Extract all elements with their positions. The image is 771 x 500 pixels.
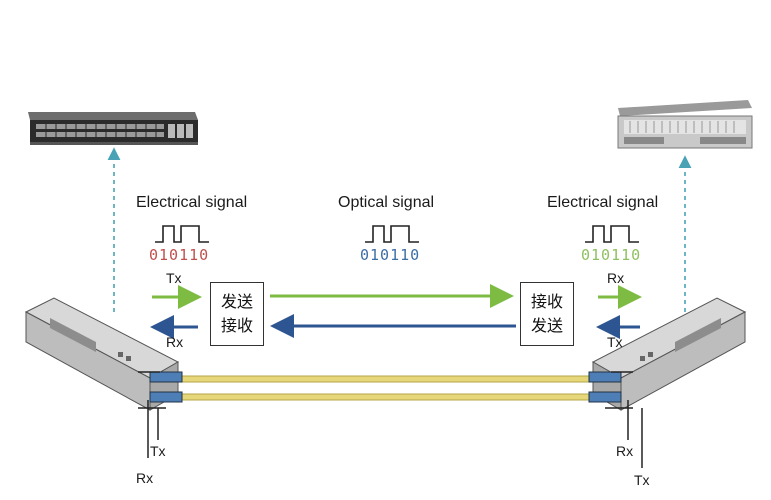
right-port-rx-label: Rx [616, 443, 634, 459]
fiber-patch-cables [175, 375, 597, 401]
left-tx-label: Tx [166, 270, 182, 286]
middle-square-wave-icon [365, 225, 419, 243]
middle-bit-string: 010110 [360, 246, 421, 264]
right-port-tx-label: Tx [634, 472, 650, 488]
left-square-wave-icon [155, 225, 209, 243]
left-transceiver-box: 发送 接收 [210, 282, 264, 346]
left-rx-label: Rx [166, 334, 184, 350]
left-electrical-signal-title: Electrical signal [136, 194, 248, 211]
right-transceiver-box: 接收 发送 [520, 282, 574, 346]
right-box-line-2: 发送 [530, 316, 563, 335]
right-square-wave-icon [585, 225, 639, 243]
right-box-line-1: 接收 [530, 292, 563, 311]
left-sfp-module [24, 297, 183, 458]
left-port-rx-label: Rx [136, 470, 154, 486]
right-sfp-module [588, 297, 747, 468]
left-bit-string: 010110 [149, 246, 210, 264]
left-port-tx-label: Tx [150, 443, 166, 459]
left-box-line-1: 发送 [220, 292, 253, 311]
left-switch-device [28, 112, 198, 145]
right-server-device [617, 100, 753, 149]
right-electrical-signal-title: Electrical signal [547, 194, 659, 211]
right-bit-string: 010110 [581, 246, 642, 264]
right-rx-label: Rx [607, 270, 625, 286]
right-tx-label: Tx [607, 334, 623, 350]
optical-signal-title: Optical signal [338, 194, 435, 211]
left-box-line-2: 接收 [220, 316, 253, 335]
